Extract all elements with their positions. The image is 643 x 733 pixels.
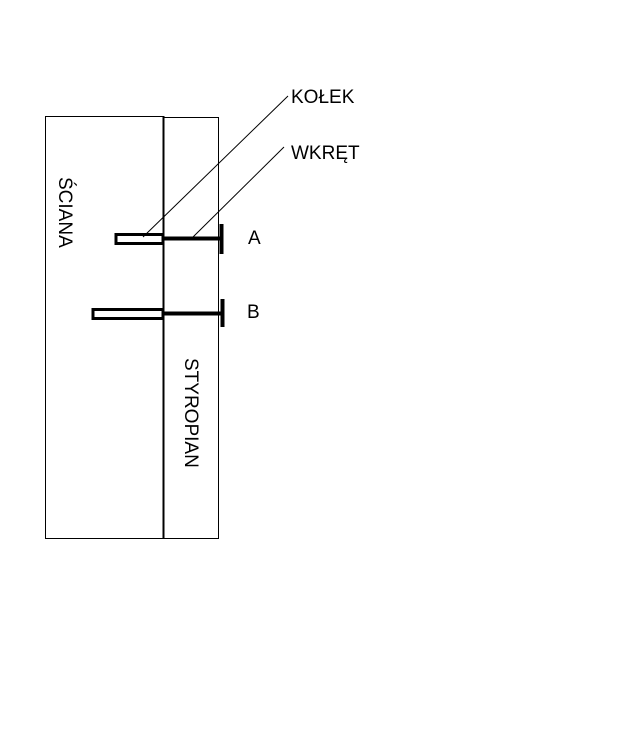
label-kolek: KOŁEK [291, 87, 355, 108]
label-b: B [247, 302, 260, 323]
label-wkret: WKRĘT [291, 143, 360, 164]
label-styropian: STYROPIAN [180, 358, 201, 468]
dowel-b [91, 308, 165, 320]
label-sciana: ŚCIANA [54, 177, 76, 248]
styrofoam-layer [163, 117, 219, 539]
dowel-a [114, 233, 165, 245]
leader-line-wkret [192, 146, 285, 238]
anchor-a [114, 224, 224, 254]
label-a: A [248, 228, 261, 249]
anchor-b [91, 299, 225, 327]
leader-line-kolek [142, 95, 289, 238]
